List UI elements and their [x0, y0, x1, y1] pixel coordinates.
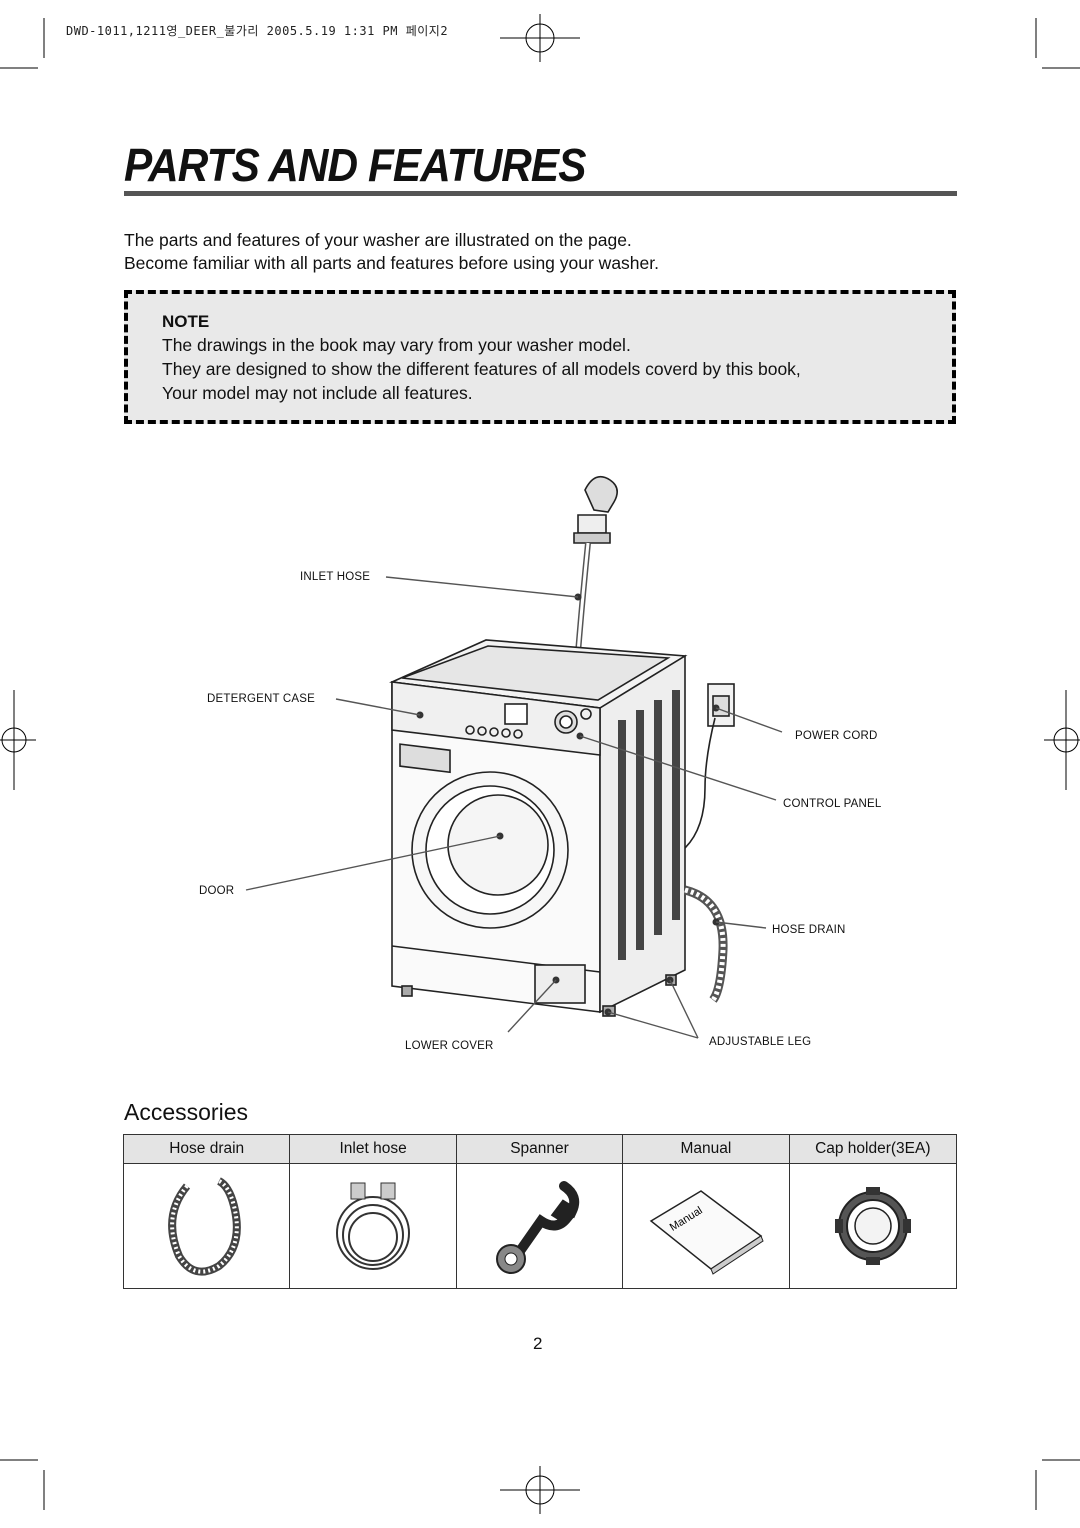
- accessory-header-hose-drain: Hose drain: [124, 1135, 291, 1164]
- hose-drain-icon: [167, 1177, 241, 1276]
- accessory-header-inlet-hose: Inlet hose: [290, 1135, 457, 1164]
- washer-illustration: [245, 475, 783, 1039]
- page-number: 2: [533, 1334, 543, 1353]
- accessory-cell-hose-drain: [124, 1164, 291, 1288]
- accessory-header-spanner: Spanner: [456, 1135, 624, 1164]
- accessories-table: Hose drain Inlet hose Spanner Manual Cap…: [123, 1134, 957, 1289]
- print-info-header: DWD-1011,1211영_DEER_불가리 2005.5.19 1:31 P…: [66, 24, 449, 38]
- intro-line-2: Become familiar with all parts and featu…: [124, 253, 659, 273]
- note-line-2: They are designed to show the different …: [162, 359, 801, 379]
- note-line-1: The drawings in the book may vary from y…: [162, 335, 631, 355]
- label-control-panel: CONTROL PANEL: [783, 798, 882, 810]
- title-divider: [124, 191, 957, 196]
- accessory-header-manual: Manual: [623, 1135, 790, 1164]
- label-detergent-case: DETERGENT CASE: [207, 693, 316, 705]
- label-inlet-hose: INLET HOSE: [300, 571, 371, 583]
- spanner-icon: [496, 1181, 580, 1274]
- note-title: NOTE: [162, 312, 210, 331]
- note-box: [124, 290, 956, 424]
- cap-holder-icon: [834, 1187, 911, 1265]
- accessory-cell-manual: Manual: [623, 1164, 790, 1288]
- label-lower-cover: LOWER COVER: [405, 1040, 494, 1052]
- label-adjustable-leg: ADJUSTABLE LEG: [709, 1036, 812, 1048]
- accessory-cell-inlet-hose: [290, 1164, 457, 1288]
- intro-line-1: The parts and features of your washer ar…: [124, 230, 632, 250]
- label-hose-drain: HOSE DRAIN: [772, 924, 846, 936]
- inlet-hose-icon: [336, 1182, 411, 1270]
- accessory-cell-spanner: [457, 1164, 624, 1288]
- page-title: PARTS AND FEATURES: [124, 139, 586, 191]
- accessory-cell-cap-holder: [790, 1164, 956, 1288]
- note-line-3: Your model may not include all features.: [162, 383, 473, 403]
- accessory-header-cap-holder: Cap holder(3EA): [789, 1135, 956, 1164]
- label-power-cord: POWER CORD: [795, 730, 878, 742]
- accessories-title: Accessories: [124, 1099, 248, 1125]
- label-door: DOOR: [199, 885, 235, 897]
- manual-booklet-icon: Manual: [649, 1190, 764, 1275]
